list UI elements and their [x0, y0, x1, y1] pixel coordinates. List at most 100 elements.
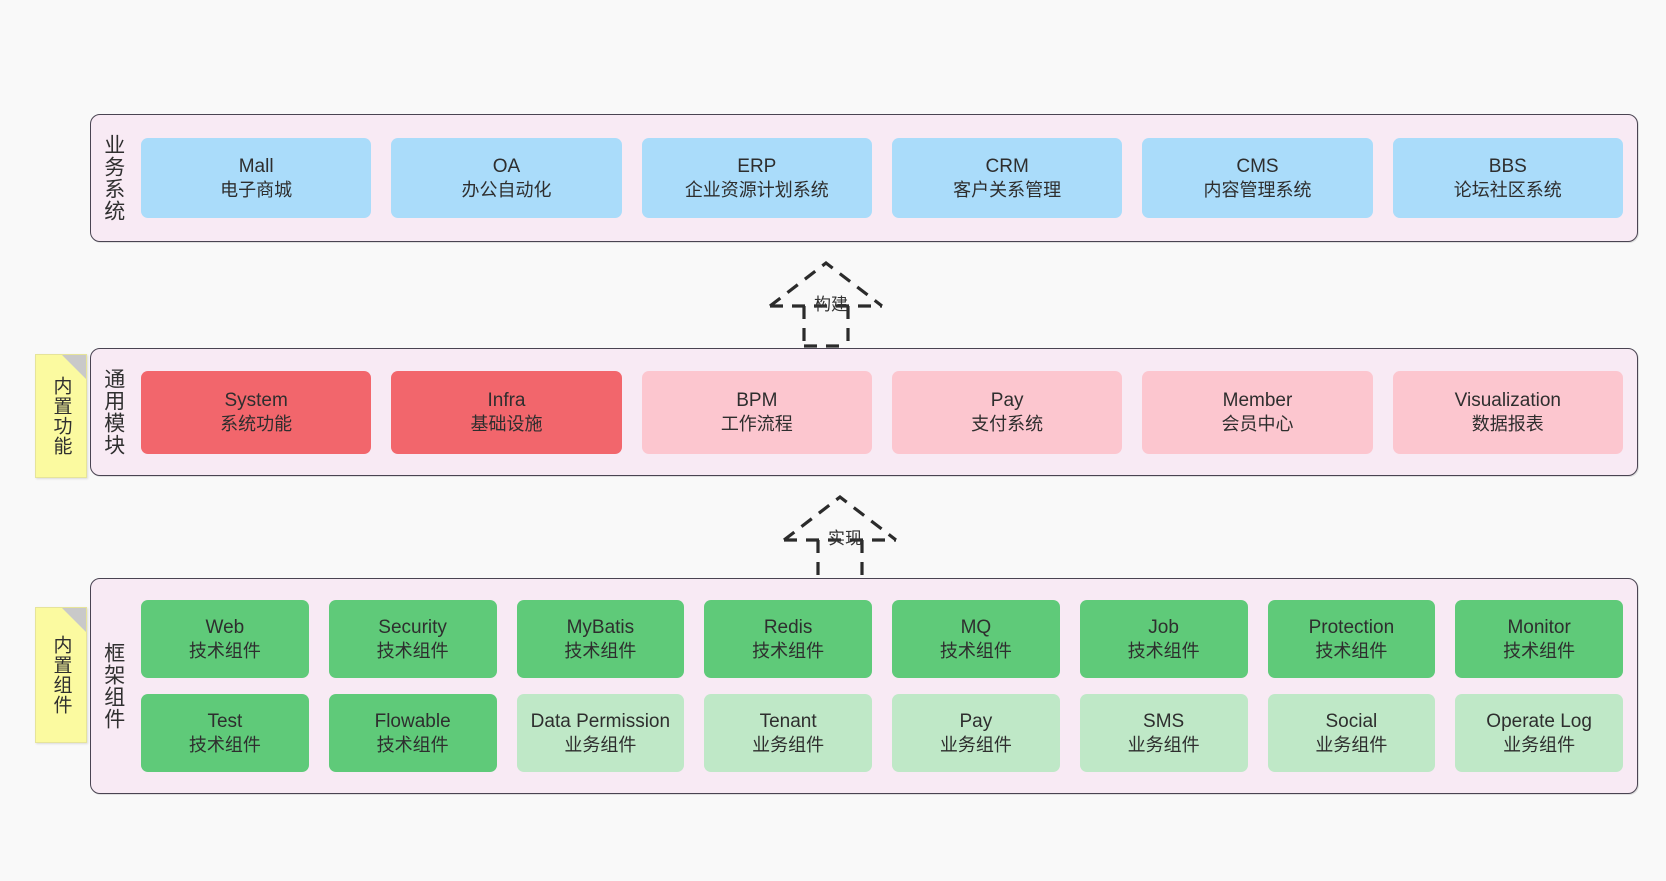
node-job[interactable]: Job 技术组件 — [1079, 600, 1248, 678]
node-subtitle: 内容管理系统 — [1203, 179, 1312, 200]
node-subtitle: 支付系统 — [971, 413, 1044, 434]
layer-body-common-module: System 系统功能 Infra 基础设施 BPM 工作流程 Pay 支付系统… — [135, 349, 1637, 475]
node-subtitle: 业务组件 — [752, 734, 825, 755]
node-subtitle: 技术组件 — [188, 734, 261, 755]
node-title: Data Permission — [530, 710, 671, 732]
node-title: Pay — [959, 710, 993, 732]
node-title: OA — [492, 155, 521, 177]
folded-corner-icon — [62, 355, 86, 379]
layer-title-business-system: 业务系统 — [101, 134, 125, 222]
folded-corner-icon — [62, 608, 86, 632]
node-web[interactable]: Web 技术组件 — [141, 600, 309, 678]
node-infra[interactable]: Infra 基础设施 — [391, 370, 622, 454]
node-subtitle: 办公自动化 — [461, 179, 552, 200]
node-subtitle: 技术组件 — [564, 640, 637, 661]
node-redis[interactable]: Redis 技术组件 — [704, 600, 872, 678]
node-subtitle: 业务组件 — [939, 734, 1012, 755]
layer-title-framework-component: 框架组件 — [101, 642, 125, 730]
connector-implement-label: 实现 — [828, 529, 862, 548]
node-title: ERP — [737, 155, 777, 177]
node-subtitle: 技术组件 — [188, 640, 261, 661]
node-pay[interactable]: Pay 支付系统 — [891, 370, 1123, 454]
node-subtitle: 业务组件 — [564, 734, 637, 755]
node-title: Mall — [238, 155, 274, 177]
node-subtitle: 技术组件 — [1127, 640, 1200, 661]
node-title: Tenant — [759, 710, 817, 732]
node-operate-log[interactable]: Operate Log 业务组件 — [1455, 694, 1623, 772]
node-title: BBS — [1488, 155, 1527, 177]
node-title: Visualization — [1454, 389, 1561, 411]
node-sms[interactable]: SMS 业务组件 — [1079, 694, 1248, 772]
node-subtitle: 业务组件 — [1503, 734, 1576, 755]
node-mq[interactable]: MQ 技术组件 — [892, 600, 1060, 678]
node-title: Operate Log — [1486, 710, 1592, 732]
node-title: Infra — [487, 389, 526, 411]
node-subtitle: 业务组件 — [1127, 734, 1200, 755]
layer-body-framework-component: Web 技术组件 Security 技术组件 MyBatis 技术组件 Redi… — [135, 579, 1637, 793]
layer-business-system: 业务系统 Mall 电子商城 OA 办公自动化 ERP 企业资源计划系统 CRM… — [90, 114, 1638, 242]
node-title: BPM — [736, 389, 778, 411]
node-title: CRM — [985, 155, 1029, 177]
node-title: MyBatis — [566, 616, 635, 638]
connector-build: 构建 — [756, 258, 956, 348]
connector-implement: 实现 — [770, 492, 970, 582]
node-subtitle: 电子商城 — [220, 179, 293, 200]
node-subtitle: 技术组件 — [376, 734, 449, 755]
node-protection[interactable]: Protection 技术组件 — [1267, 600, 1436, 678]
node-title: Security — [378, 616, 447, 638]
node-social[interactable]: Social 业务组件 — [1267, 694, 1436, 772]
node-subtitle: 论坛社区系统 — [1453, 179, 1562, 200]
layer-common-module: 通用模块 System 系统功能 Infra 基础设施 BPM 工作流程 Pay… — [90, 348, 1638, 476]
node-pay-business[interactable]: Pay 业务组件 — [892, 694, 1060, 772]
layer-framework-component: 框架组件 Web 技术组件 Security 技术组件 MyBatis 技术组件… — [90, 578, 1638, 794]
sticky-note-label: 内置组件 — [50, 635, 72, 715]
node-monitor[interactable]: Monitor 技术组件 — [1455, 600, 1623, 678]
node-subtitle: 企业资源计划系统 — [684, 179, 829, 200]
node-title: Redis — [763, 616, 813, 638]
node-title: Social — [1325, 710, 1378, 732]
layer-title-common-module: 通用模块 — [101, 368, 125, 456]
node-row: System 系统功能 Infra 基础设施 BPM 工作流程 Pay 支付系统… — [141, 370, 1623, 454]
node-bbs[interactable]: BBS 论坛社区系统 — [1392, 138, 1623, 218]
connector-implement-arrow — [783, 494, 897, 582]
node-row: Mall 电子商城 OA 办公自动化 ERP 企业资源计划系统 CRM 客户关系… — [141, 138, 1623, 218]
node-flowable[interactable]: Flowable 技术组件 — [328, 694, 497, 772]
node-tenant[interactable]: Tenant 业务组件 — [704, 694, 872, 772]
node-visualization[interactable]: Visualization 数据报表 — [1392, 370, 1623, 454]
node-subtitle: 技术组件 — [1503, 640, 1576, 661]
node-crm[interactable]: CRM 客户关系管理 — [891, 138, 1123, 218]
node-mall[interactable]: Mall 电子商城 — [141, 138, 372, 218]
node-system[interactable]: System 系统功能 — [141, 370, 372, 454]
node-title: CMS — [1236, 155, 1279, 177]
node-title: Web — [205, 616, 245, 638]
node-subtitle: 数据报表 — [1471, 413, 1544, 434]
layer-body-business-system: Mall 电子商城 OA 办公自动化 ERP 企业资源计划系统 CRM 客户关系… — [135, 115, 1637, 241]
node-erp[interactable]: ERP 企业资源计划系统 — [641, 138, 872, 218]
node-subtitle: 工作流程 — [720, 413, 793, 434]
node-oa[interactable]: OA 办公自动化 — [391, 138, 622, 218]
node-subtitle: 系统功能 — [220, 413, 293, 434]
node-subtitle: 技术组件 — [376, 640, 449, 661]
node-subtitle: 技术组件 — [752, 640, 825, 661]
node-subtitle: 技术组件 — [939, 640, 1012, 661]
node-title: Flowable — [374, 710, 451, 732]
node-title: Member — [1222, 389, 1293, 411]
node-title: Test — [207, 710, 243, 732]
node-security[interactable]: Security 技术组件 — [328, 600, 497, 678]
node-row: Web 技术组件 Security 技术组件 MyBatis 技术组件 Redi… — [141, 600, 1623, 678]
node-test[interactable]: Test 技术组件 — [141, 694, 309, 772]
node-bpm[interactable]: BPM 工作流程 — [641, 370, 872, 454]
connector-build-label: 构建 — [814, 295, 848, 314]
node-subtitle: 业务组件 — [1315, 734, 1388, 755]
node-cms[interactable]: CMS 内容管理系统 — [1142, 138, 1373, 218]
node-mybatis[interactable]: MyBatis 技术组件 — [516, 600, 685, 678]
node-subtitle: 技术组件 — [1315, 640, 1388, 661]
node-title: Pay — [990, 389, 1024, 411]
node-member[interactable]: Member 会员中心 — [1142, 370, 1373, 454]
node-subtitle: 客户关系管理 — [953, 179, 1062, 200]
node-row: Test 技术组件 Flowable 技术组件 Data Permission … — [141, 694, 1623, 772]
node-title: Monitor — [1507, 616, 1571, 638]
sticky-note-label: 内置功能 — [50, 376, 72, 456]
node-data-permission[interactable]: Data Permission 业务组件 — [516, 694, 685, 772]
